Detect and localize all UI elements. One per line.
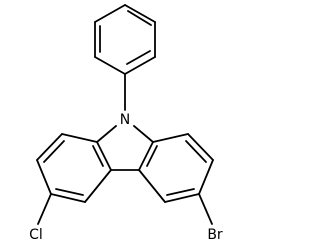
chlorine-atom: Cl	[23, 226, 49, 243]
phenyl-ring	[94, 4, 156, 75]
pyrrole-ring	[96, 125, 154, 171]
chlorine-label: Cl	[29, 227, 43, 243]
bromine-label: Br	[207, 227, 223, 243]
nitrogen-atom: N	[117, 111, 133, 128]
left-benzene-ring	[36, 133, 112, 203]
bromine-atom: Br	[202, 226, 228, 243]
chemical-structure: N Cl Br	[23, 4, 228, 243]
nitrogen-label: N	[120, 112, 130, 128]
c-cl-bond	[37, 193, 52, 225]
c-br-bond	[198, 193, 213, 225]
right-benzene-ring	[138, 133, 214, 203]
